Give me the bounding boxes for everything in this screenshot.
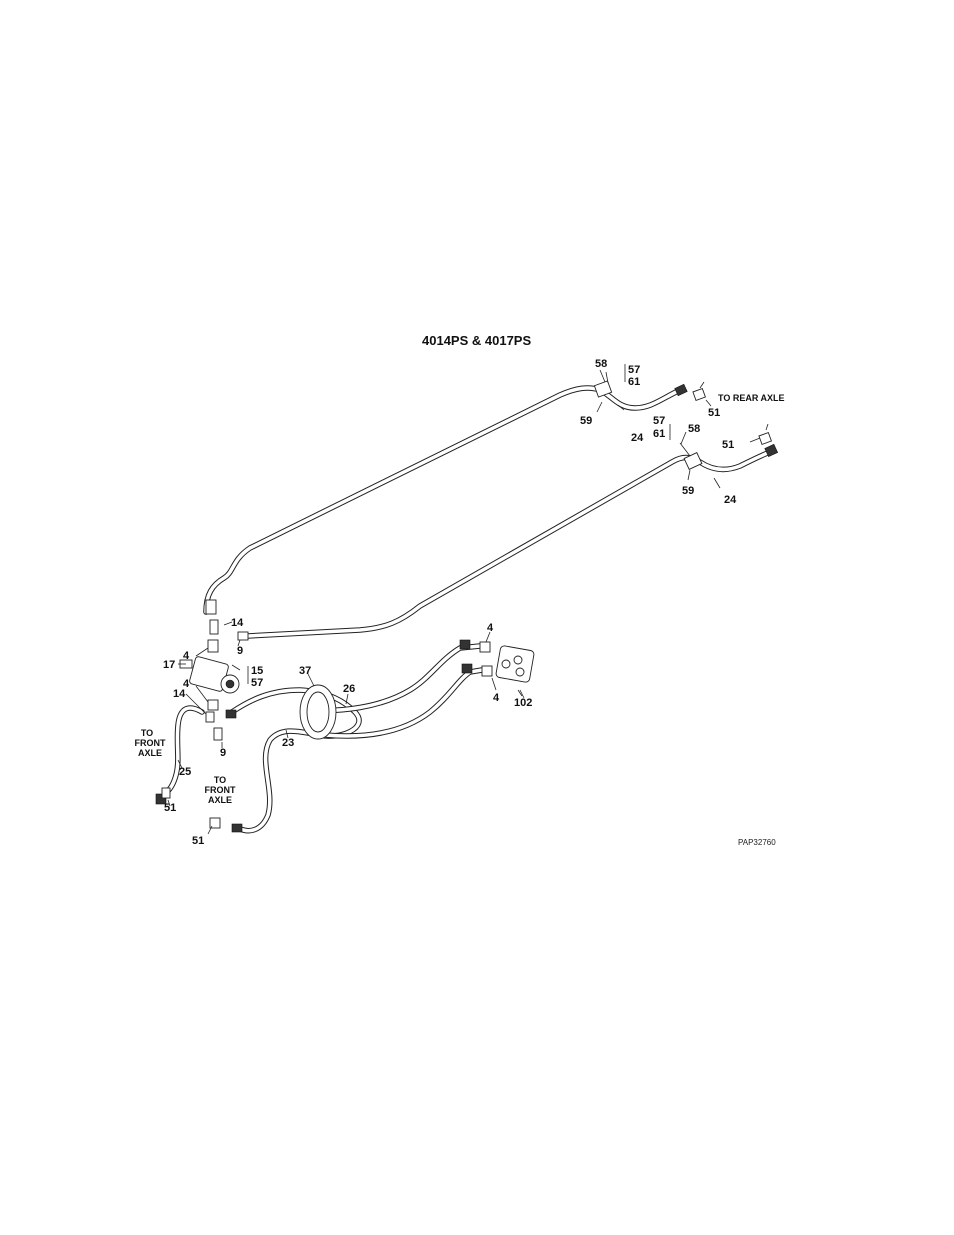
callout-14: 14 [231,617,244,629]
fitting-51-rear-lower [759,424,771,444]
callout-24: 24 [631,432,644,444]
callout-23: 23 [282,737,294,749]
fitting-9-bottom [214,728,222,740]
note-front-axle-1-line3: AXLE [138,748,162,758]
fitting-4-bottom [208,700,218,710]
callout-59: 59 [580,415,592,427]
grommet-37 [300,685,336,739]
callout-57: 57 [653,415,665,427]
callout-9: 9 [237,645,243,657]
fitting-4-top [208,640,218,652]
callout-51: 51 [192,835,204,847]
callout-51: 51 [708,407,720,419]
note-front-axle-2-line2: FRONT [205,785,236,795]
callout-4: 4 [183,650,190,662]
callout-14: 14 [173,688,186,700]
callout-57: 57 [251,677,263,689]
callout-26: 26 [343,683,355,695]
fitting-51-front-left [162,788,170,798]
callout-59: 59 [682,485,694,497]
callout-102: 102 [514,697,532,709]
callout-61: 61 [628,376,640,388]
diagram-title: 4014PS & 4017PS [422,333,531,348]
hose-end-23-front [232,824,242,832]
note-front-axle-1-line2: FRONT [135,738,166,748]
callout-24: 24 [724,494,737,506]
elbow-14-top [210,620,218,634]
callout-25: 25 [179,766,191,778]
hose-end-23 [226,710,236,718]
callout-57: 57 [628,364,640,376]
elbow-14-bottom [206,712,214,722]
note-to-rear-axle: TO REAR AXLE [718,393,785,403]
fitting-4-lower [482,666,492,676]
callout-4: 4 [487,622,494,634]
rear-hose-lower [248,443,778,636]
leader-lines [168,364,760,834]
callout-9: 9 [220,747,226,759]
fitting-4-upper [480,642,490,652]
callout-17: 17 [163,659,175,671]
front-hose-25 [156,708,202,804]
steering-unit-102 [480,642,535,696]
callout-51: 51 [164,802,176,814]
callout-58: 58 [688,423,700,435]
note-front-axle-1-line1: TO [141,728,153,738]
callout-4: 4 [493,692,500,704]
hose-end-left [206,600,216,614]
note-front-axle-2-line1: TO [214,775,226,785]
note-front-axle-2-line3: AXLE [208,795,232,805]
callout-61: 61 [653,428,665,440]
fitting-9-top [238,632,248,640]
hose-26 [310,640,482,736]
callout-58: 58 [595,358,607,370]
callout-51: 51 [722,439,734,451]
figure-id: PAP32760 [738,838,776,847]
callout-37: 37 [299,665,311,677]
callout-15: 15 [251,665,263,677]
callouts: 58 57 61 51 59 24 57 61 58 51 59 24 14 9… [163,358,737,847]
fitting-51-rear-upper [693,382,705,400]
